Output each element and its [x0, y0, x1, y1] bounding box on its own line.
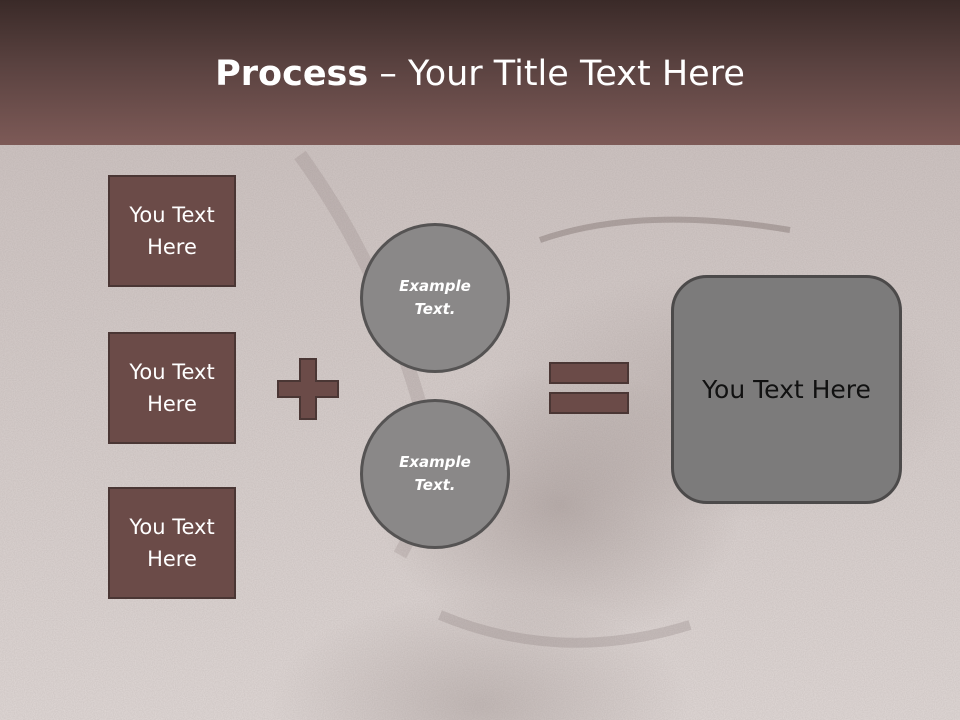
example-circle-2: Example Text.: [360, 399, 510, 549]
left-box-3-label: You Text Here: [129, 515, 215, 571]
example-circle-1: Example Text.: [360, 223, 510, 373]
left-box-2: You Text Here: [108, 332, 236, 444]
title-rest-part: – Your Title Text Here: [368, 54, 745, 94]
title-bar: Process – Your Title Text Here: [0, 0, 960, 145]
example-circle-1-label: Example Text.: [399, 277, 471, 318]
left-box-2-label: You Text Here: [129, 360, 215, 416]
title-bold-part: Process: [215, 54, 369, 94]
result-box-label: You Text Here: [702, 375, 871, 404]
page-title: Process – Your Title Text Here: [0, 48, 960, 100]
left-box-1-label: You Text Here: [129, 203, 215, 259]
result-box: You Text Here: [671, 275, 902, 504]
example-circle-2-label: Example Text.: [399, 453, 471, 494]
equals-icon: [549, 362, 629, 414]
left-box-3: You Text Here: [108, 487, 236, 599]
plus-icon: [277, 358, 339, 420]
left-box-1: You Text Here: [108, 175, 236, 287]
